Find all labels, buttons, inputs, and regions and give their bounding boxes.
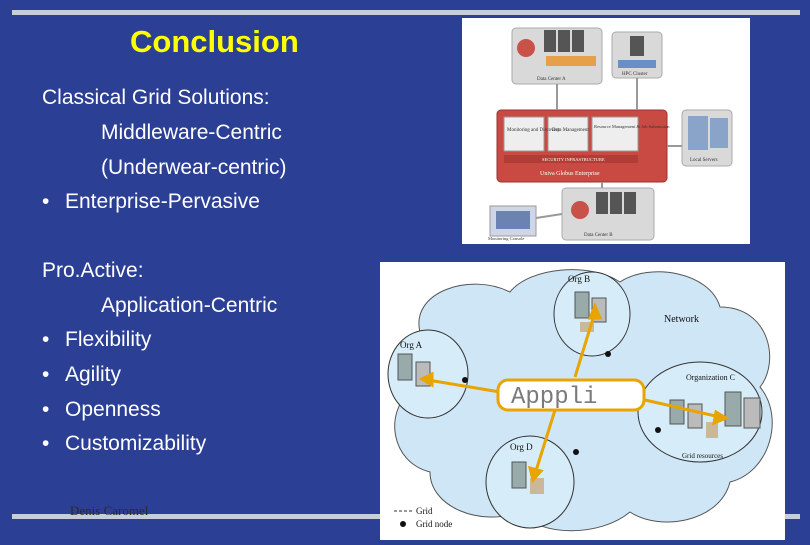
svg-text:Org B: Org B bbox=[568, 274, 590, 284]
svg-text:Univa Globus Enterprise: Univa Globus Enterprise bbox=[540, 171, 600, 177]
server-icon bbox=[710, 118, 728, 148]
server-icon bbox=[630, 36, 644, 56]
server-icon bbox=[687, 403, 703, 429]
svg-text:Grid node: Grid node bbox=[416, 519, 452, 529]
server-icon bbox=[596, 192, 608, 214]
server-icon bbox=[572, 30, 584, 52]
classical-heading: Classical Grid Solutions: bbox=[42, 86, 270, 109]
footer-author: Denis Caromel bbox=[70, 503, 149, 518]
database-icon bbox=[580, 322, 594, 332]
classical-bullet-1: Enterprise-Pervasive bbox=[65, 190, 260, 213]
server-icon bbox=[669, 399, 685, 425]
proactive-bullet-4: Customizability bbox=[65, 432, 207, 455]
bullet-marker: • bbox=[42, 190, 50, 213]
proactive-bullet-3: Openness bbox=[65, 398, 161, 421]
svg-text:Data Center B: Data Center B bbox=[584, 233, 613, 238]
svg-text:Resource Management & Job Subm: Resource Management & Job Submission bbox=[594, 124, 670, 129]
svg-text:Org A: Org A bbox=[400, 340, 423, 350]
server-icon bbox=[610, 192, 622, 214]
database-icon bbox=[571, 201, 589, 219]
server-icon bbox=[574, 291, 590, 319]
svg-text:Apppli: Apppli bbox=[511, 384, 597, 411]
server-icon bbox=[724, 391, 742, 427]
server-icon bbox=[688, 116, 708, 150]
server-icon bbox=[558, 30, 570, 52]
top-divider bbox=[12, 10, 800, 15]
classical-line-2: (Underwear-centric) bbox=[101, 156, 287, 179]
server-icon bbox=[511, 461, 527, 489]
svg-text:Monitoring Console: Monitoring Console bbox=[488, 236, 524, 241]
bullet-marker: • bbox=[42, 328, 50, 351]
appli-box bbox=[496, 378, 646, 412]
svg-text:Network: Network bbox=[664, 314, 699, 325]
bullet-marker: • bbox=[42, 398, 50, 421]
svg-text:HPC Cluster: HPC Cluster bbox=[622, 72, 648, 77]
proactive-bullet-1: Flexibility bbox=[65, 328, 152, 351]
svg-text:Data Management: Data Management bbox=[552, 128, 589, 133]
enterprise-architecture-image: Data Center A HPC Cluster Monitoring and… bbox=[462, 18, 750, 244]
classical-line-1: Middleware-Centric bbox=[101, 121, 282, 144]
svg-text:Data Center A: Data Center A bbox=[537, 77, 566, 82]
server-icon bbox=[624, 192, 636, 214]
database-icon bbox=[530, 478, 544, 494]
enterprise-architecture-diagram: Data Center A HPC Cluster Monitoring and… bbox=[488, 27, 733, 241]
svg-text:SECURITY INFRASTRUCTURE: SECURITY INFRASTRUCTURE bbox=[542, 157, 605, 162]
server-icon bbox=[544, 30, 556, 52]
svg-text:Grid resources: Grid resources bbox=[682, 452, 723, 460]
server-icon bbox=[397, 353, 413, 381]
svg-text:Org D: Org D bbox=[510, 442, 533, 452]
svg-text:Monitoring and Discovery: Monitoring and Discovery bbox=[507, 128, 561, 133]
proactive-line-1: Application-Centric bbox=[101, 294, 278, 317]
bullet-marker: • bbox=[42, 432, 50, 455]
svg-text:Organization C: Organization C bbox=[686, 373, 735, 382]
proactive-bullet-2: Agility bbox=[65, 363, 122, 386]
server-icon bbox=[743, 397, 761, 429]
database-icon bbox=[706, 422, 718, 438]
svg-text:Grid: Grid bbox=[416, 506, 433, 516]
proactive-heading: Pro.Active: bbox=[42, 259, 144, 282]
slide-title: Conclusion bbox=[130, 24, 299, 59]
grid-network-image: Org B Org A Organization C Org D Network… bbox=[380, 262, 785, 540]
bullet-marker: • bbox=[42, 363, 50, 386]
database-icon bbox=[517, 39, 535, 57]
grid-network-diagram: Org B Org A Organization C Org D Network… bbox=[387, 269, 773, 532]
svg-text:Local Servers: Local Servers bbox=[690, 158, 718, 163]
